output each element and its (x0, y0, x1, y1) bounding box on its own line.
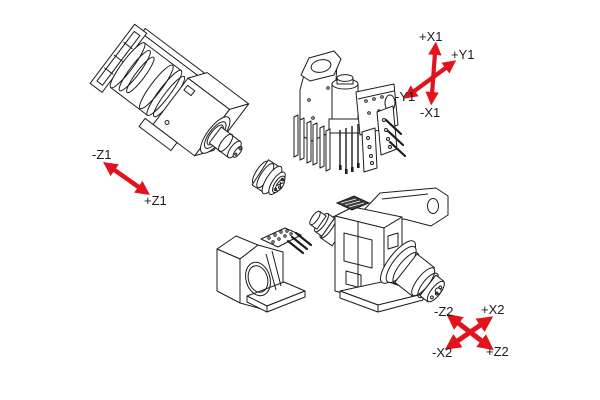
label-plus-z2: +Z2 (486, 344, 509, 359)
spindle-motor-unit-b-drawing (309, 187, 449, 313)
label-minus-x1: -X1 (420, 105, 440, 120)
y1-axis-arrow (403, 60, 457, 99)
spindle-motor-unit-a-drawing (89, 23, 250, 159)
label-minus-y1: -Y1 (395, 89, 415, 104)
x2-z2-axis-arrows: -Z2 +X2 -X2 +Z2 (432, 302, 509, 360)
label-minus-z2: -Z2 (434, 304, 454, 319)
z1-axis-arrow (102, 161, 151, 196)
coupling-chuck-drawing (251, 159, 286, 196)
x1-y1-axis-arrows: +X1 +Y1 -Y1 -X1 (395, 29, 475, 120)
label-plus-x1: +X1 (419, 29, 443, 44)
z1-axis-arrow-group: -Z1 +Z1 (92, 147, 167, 208)
label-plus-z1: +Z1 (144, 193, 167, 208)
label-plus-x2: +X2 (481, 302, 505, 317)
x2-axis-arrow (444, 316, 494, 350)
label-plus-y1: +Y1 (451, 47, 475, 62)
label-minus-x2: -X2 (432, 345, 452, 360)
x1-axis-arrow (425, 41, 442, 106)
tool-post-bracket-drawing (293, 50, 407, 174)
label-minus-z1: -Z1 (92, 147, 112, 162)
turret-housing-drawing (216, 227, 313, 313)
